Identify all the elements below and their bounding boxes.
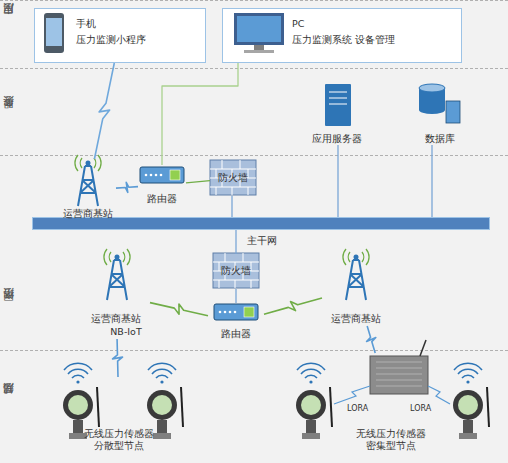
server-node: 应用服务器: [297, 83, 377, 145]
node-label: 防火墙: [213, 265, 259, 277]
base-station: 运营商基站: [60, 159, 116, 221]
layer-band: 运营商基站路由器防火墙主干网防火墙运营商基站NB-IoT路由器运营商基站网络层: [0, 155, 508, 350]
node-label: 运营商基站: [322, 313, 390, 325]
node-label: 运营商基站: [60, 208, 116, 220]
node-label: 数据库: [405, 133, 475, 145]
node-label: PC: [292, 18, 304, 30]
layer-label: 网络层: [3, 306, 15, 309]
database-node: 数据库: [405, 83, 475, 145]
node-label: 压力监测系统 设备管理: [292, 34, 395, 46]
sensor-group: 无线压力传感器 密集型节点: [282, 353, 500, 459]
node-label: 无线压力传感器 密集型节点: [350, 428, 432, 452]
layer-label: 感知层: [3, 401, 15, 404]
node-label: 路由器: [138, 193, 186, 205]
node-label: 应用服务器: [297, 133, 377, 145]
router-node: 路由器: [138, 165, 186, 205]
node-label: 手机: [76, 18, 96, 30]
node-label: 运营商基站: [82, 313, 150, 325]
base-station: 运营商基站: [322, 251, 390, 326]
router-node: 路由器: [208, 303, 264, 341]
firewall-node: 防火墙: [210, 161, 256, 196]
node-label: 防火墙: [210, 172, 256, 184]
layer-band: 手机压力监测小程序 PC 压力监测系统 设备管理 应用层: [0, 0, 508, 68]
layer-label: 应用层: [3, 21, 15, 24]
node-label: 路由器: [208, 328, 264, 340]
client-box: PC 压力监测系统 设备管理: [222, 8, 462, 63]
node-label: 无线压力传感器 分散型节点: [78, 428, 160, 452]
layer-label: 服务层: [3, 114, 15, 117]
base-station: 运营商基站NB-IoT: [82, 251, 150, 339]
layer-band: 无线压力传感器 分散型节点 无线压力传感器 密集型节点 感知层: [0, 350, 508, 463]
client-box: 手机压力监测小程序: [34, 8, 206, 63]
link-label: LORA: [347, 404, 368, 414]
sensor-group: 无线压力传感器 分散型节点: [48, 377, 190, 459]
node-label: 压力监测小程序: [76, 34, 146, 46]
layer-band: 应用服务器 数据库 服务层: [0, 68, 508, 155]
firewall-node: 防火墙: [213, 254, 259, 289]
node-label: NB-IoT: [92, 326, 160, 338]
node-label: 主干网: [233, 235, 291, 247]
link-label: LORA: [410, 404, 431, 414]
